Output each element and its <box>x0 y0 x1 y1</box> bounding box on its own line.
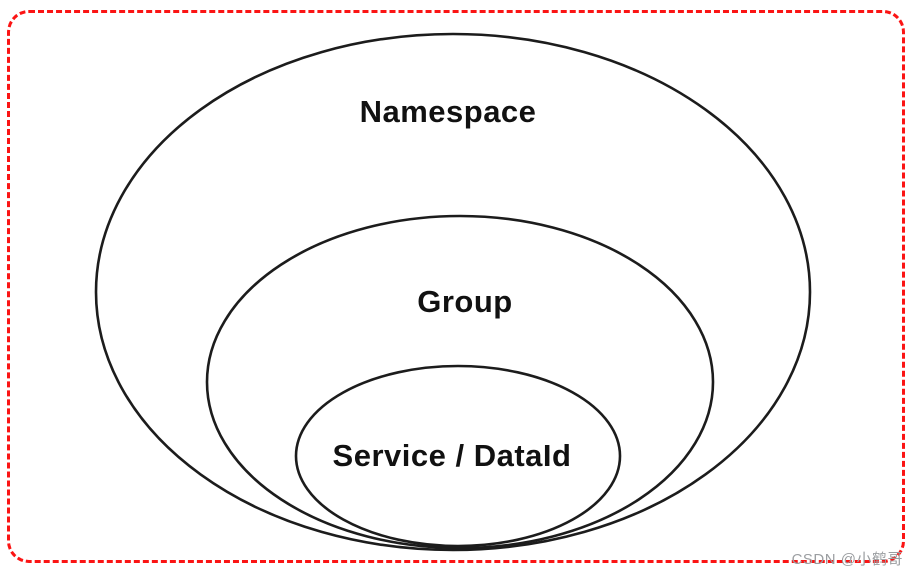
group-ellipse <box>205 214 715 550</box>
namespace-label: Namespace <box>359 94 537 129</box>
service-dataid-label: Service / DataId <box>332 438 572 473</box>
watermark: CSDN @小鹤哥 <box>791 551 903 568</box>
service-dataid-ellipse <box>294 364 622 548</box>
group-label: Group <box>417 284 513 319</box>
namespace-ellipse <box>94 32 812 552</box>
